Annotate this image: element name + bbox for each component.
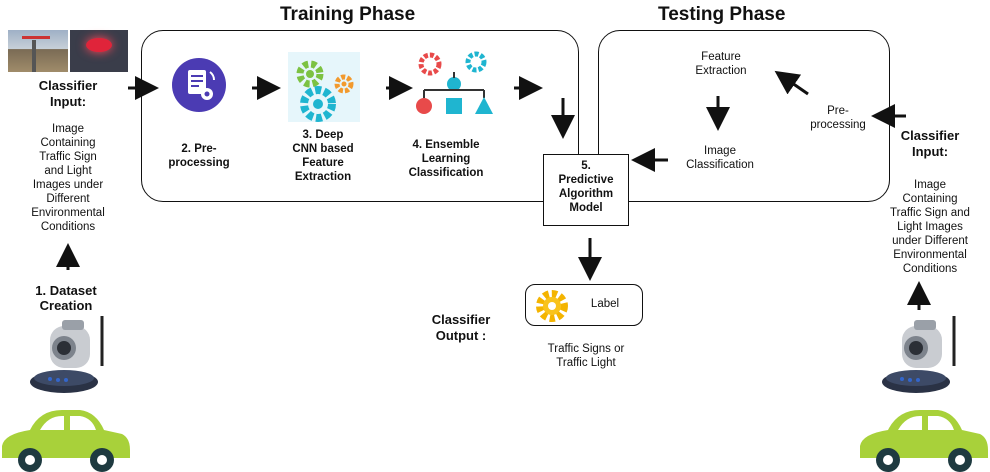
training-phase-title: Training Phase <box>280 4 416 25</box>
testing-phase-title: Testing Phase <box>658 4 786 25</box>
output-description: Traffic Signs or Traffic Light <box>547 343 625 369</box>
ensemble-learning-icon <box>410 50 494 118</box>
training-phase-box <box>141 30 579 202</box>
test-feature-extraction: Feature Extraction <box>695 51 747 77</box>
classifier-output-title: Classifier Output : <box>431 312 491 343</box>
gear-icon <box>536 290 568 322</box>
arrow-preproc-to-feature <box>774 70 809 96</box>
dataset-creation-label: 1. Dataset Creation <box>35 283 97 313</box>
deep-cnn-gears-icon <box>288 52 360 122</box>
predictive-model-box: 5. Predictive Algorithm Model <box>543 154 629 226</box>
step-deep-cnn-label: 3. Deep CNN based Feature Extraction <box>292 129 354 183</box>
right-input-description: Image Containing Traffic Sign and Light … <box>890 179 970 275</box>
output-label-text: Label <box>590 298 620 310</box>
right-classifier-input-title: Classifier Input: <box>900 128 960 159</box>
output-label-box: Label <box>525 284 643 326</box>
test-image-classification: Image Classification <box>686 145 754 171</box>
step-preprocessing-label: 2. Pre- processing <box>168 143 230 169</box>
left-classifier-input-title: Classifier Input: <box>38 78 98 109</box>
left-input-description: Image Containing Traffic Sign and Light … <box>31 123 105 233</box>
car-right-icon <box>860 410 988 472</box>
test-preprocessing: Pre- processing <box>810 105 866 131</box>
step-ensemble-label: 4. Ensemble Learning Classification <box>408 139 484 179</box>
input-image-sign <box>8 30 68 72</box>
camera-left-icon <box>30 316 104 393</box>
camera-right-icon <box>882 316 956 393</box>
preprocessing-icon <box>172 58 226 112</box>
car-left-icon <box>2 410 130 472</box>
input-image-light <box>70 30 128 72</box>
